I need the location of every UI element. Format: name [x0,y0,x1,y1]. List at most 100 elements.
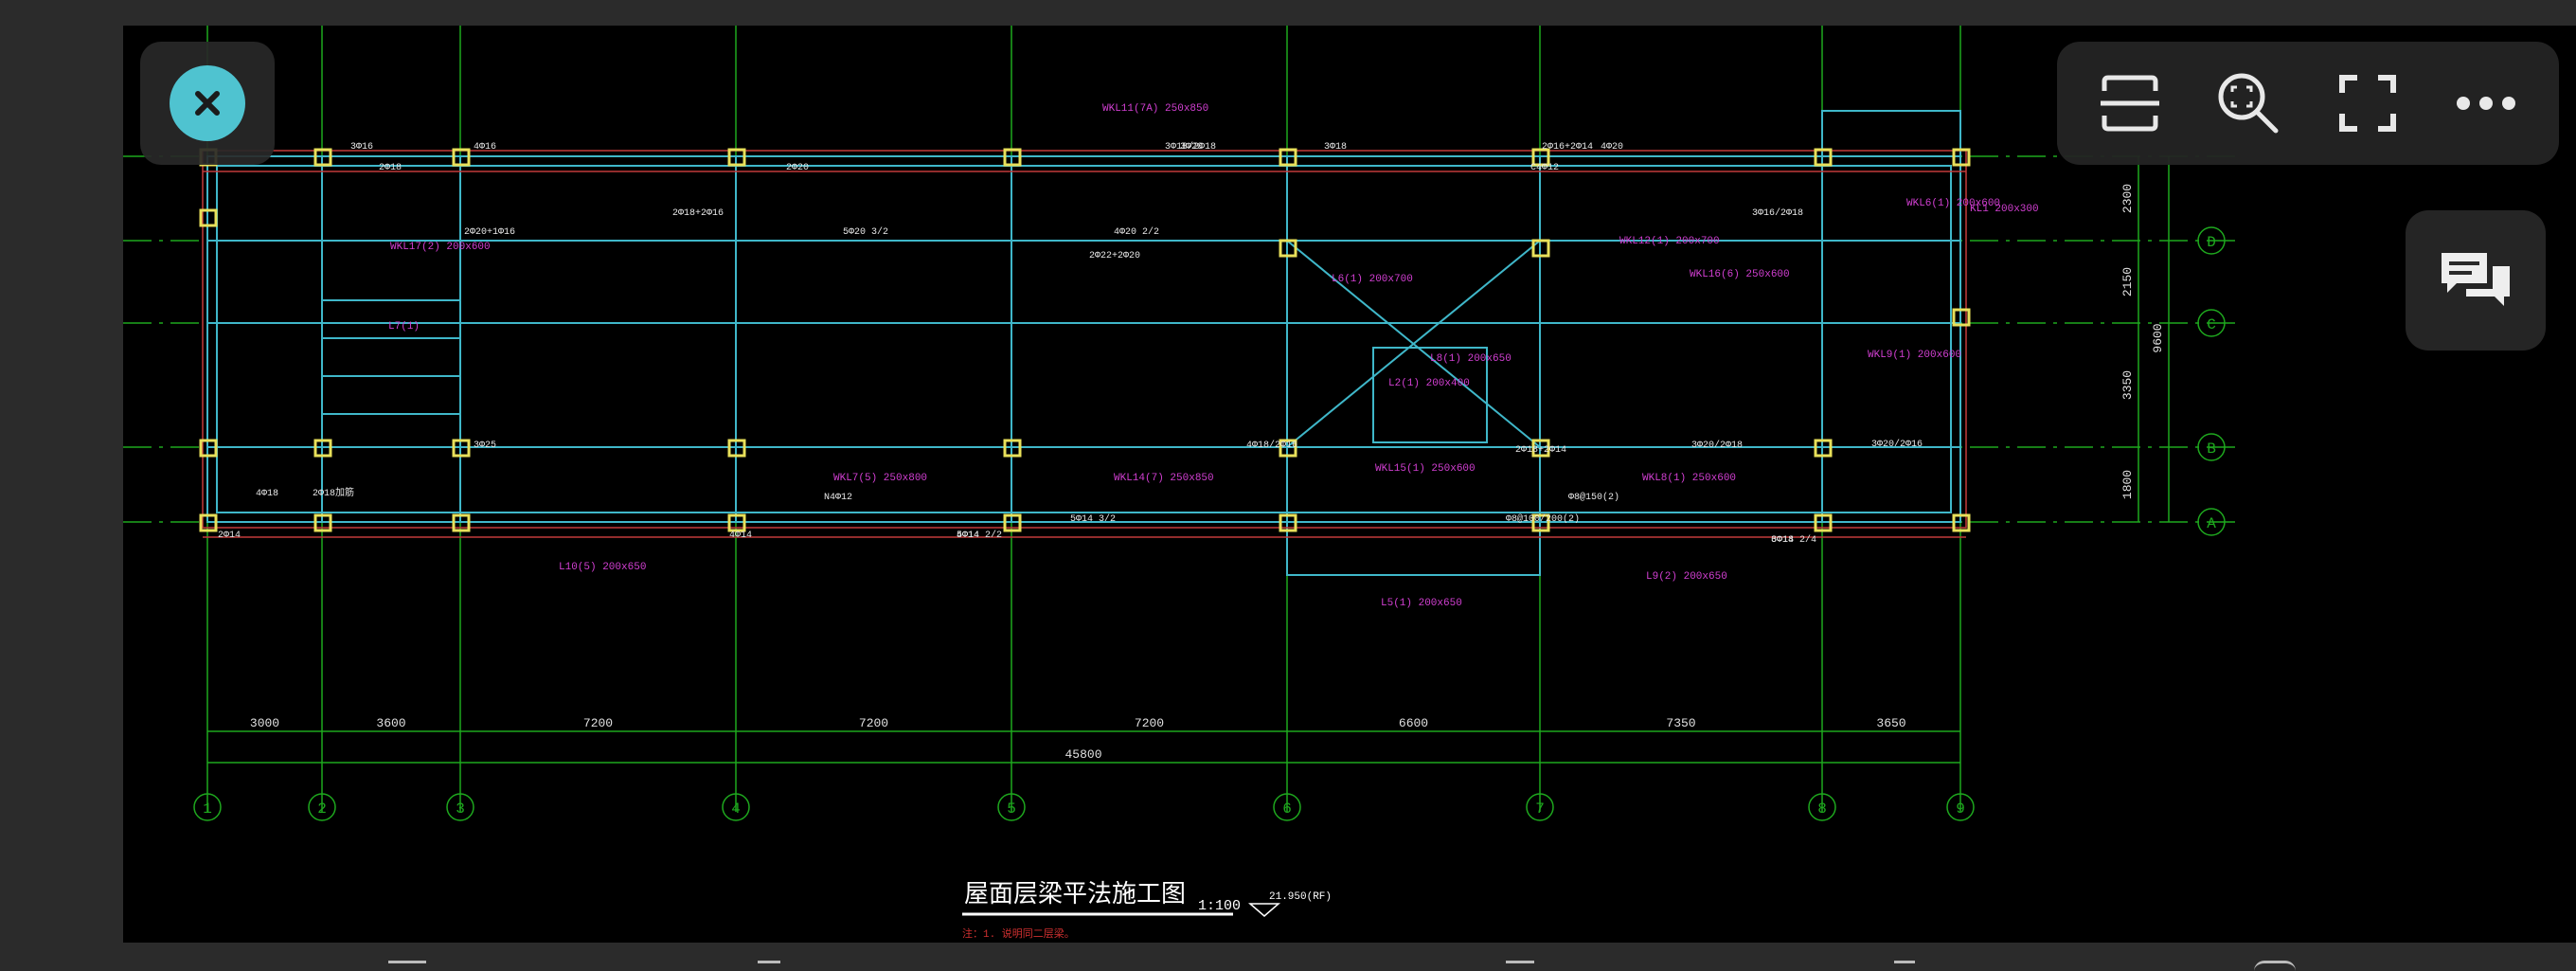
fullscreen-button[interactable] [2320,56,2415,151]
grid-column-label: 8 [1817,800,1827,818]
nav-icon-2[interactable] [758,961,780,971]
rebar-label: 3Φ20/2Φ16 [1871,439,1923,450]
beam-label: WKL12(1) 200x700 [1619,236,1720,247]
zoom-button[interactable] [2201,56,2296,151]
grid-column-label: 5 [1007,800,1016,818]
nav-icon-4[interactable] [1894,961,1915,971]
grid-row-labels: A B C D [2207,234,2216,532]
rebar-label: 2Φ18+2Φ14 [1515,445,1566,456]
span-dimension-label: 3600 [376,716,405,730]
span-y-dimension-labels: 1800 3350 2150 2300 [2120,184,2135,499]
bottom-navigation-bar [0,943,2576,968]
grid-bubbles [193,226,2226,821]
rebar-label: 2Φ18+2Φ16 [672,208,724,219]
span-dimension-label: 7200 [1135,716,1164,730]
grid-column-label: 1 [203,800,212,818]
span-dimension-label: 3000 [250,716,279,730]
rebar-label: 4Φ14 2/2 [957,530,1002,541]
rebar-label: 4Φ20 2/2 [1114,226,1159,238]
rebar-label: 3Φ16 [350,142,373,153]
rebar-label: 4Φ18/2Φ16 [1246,440,1297,451]
drawing-note: 注：1. 说明同二层梁。 [962,926,1075,941]
grid-row-label: D [2207,234,2216,251]
elevation-marker [1247,903,1281,917]
fullscreen-icon [2338,75,2396,132]
beam-label: L10(5) 200x650 [559,562,646,573]
more-horizontal-icon [2457,97,2516,110]
comments-button[interactable] [2406,210,2546,351]
rebar-label: 3Φ16/2Φ18 [1752,207,1803,219]
nav-icon-1[interactable] [388,961,426,971]
close-button[interactable] [140,42,275,165]
beam-outlines [206,110,1961,576]
elevation-label: 21.950(RF) [1269,891,1332,903]
rebar-label: C4Φ12 [1530,163,1559,173]
grid-column-label: 7 [1535,800,1545,818]
total-height-dimension: 9600 [2151,323,2165,352]
rebar-label: 5Φ14 [957,530,979,541]
grid-column-label: 9 [1956,800,1965,818]
total-width-dimension: 45800 [1064,747,1101,762]
rebar-label: 2Φ20 [786,163,809,173]
rebar-label: 3Φ18 [1324,142,1347,153]
beam-label: WKL14(7) 250x850 [1114,473,1214,484]
drawing-title: 屋面层梁平法施工图 [964,880,1186,909]
close-x-icon[interactable] [170,65,245,141]
grid-row-label: C [2207,316,2216,333]
span-dimension-label: 3650 [1876,716,1905,730]
grid-row-label: B [2207,441,2216,458]
span-y-dimension-label: 2300 [2120,184,2135,213]
grid-column-label: 4 [731,800,741,818]
rebar-label: 4Φ14 [729,530,752,541]
beam-label: L6(1) 200x700 [1332,274,1413,285]
rebar-label: 2Φ18加筋 [313,486,354,499]
rebar-label: 2Φ20+1Φ16 [464,227,515,238]
rebar-label: 3Φ20 [1180,142,1203,153]
scan-button[interactable] [2083,56,2177,151]
rebar-lines [202,150,1967,538]
rebar-label: Φ8@100/200(2) [1506,513,1580,525]
beam-label: KL1 200x300 [1970,204,2039,215]
zoom-search-icon [2218,73,2279,134]
grid-column-label: 6 [1282,800,1292,818]
beam-label: L5(1) 200x650 [1381,598,1462,609]
rebar-label: N4Φ12 [824,493,852,503]
rebar-label: 5Φ20 3/2 [843,226,888,238]
beam-label: WKL9(1) 200x600 [1868,350,1961,361]
beam-label: L9(2) 200x650 [1646,571,1727,583]
span-y-dimension-label: 3350 [2120,370,2135,400]
rebar-label: 4Φ16 [474,142,496,153]
viewer-toolbar [2057,42,2559,165]
comment-bubbles-icon [2442,253,2510,306]
span-y-dimension-label: 2150 [2120,267,2135,297]
grid-row-label: A [2207,515,2216,532]
span-dimension-label: 7200 [583,716,613,730]
rebar-label: 3Φ18/2Φ18 [1165,141,1216,153]
column-markers [199,148,1971,532]
nav-icon-3[interactable] [1506,961,1534,971]
beam-label: WKL7(5) 250x800 [833,473,927,484]
rebar-label: 3Φ20/2Φ18 [1691,440,1743,451]
beam-label: WKL16(6) 250x600 [1690,269,1790,280]
rebar-label: 4Φ20 [1601,142,1623,153]
span-dimension-label: 7350 [1666,716,1695,730]
grid-column-label: 2 [317,800,327,818]
span-y-dimension-label: 1800 [2120,470,2135,499]
span-dimension-label: 7200 [859,716,888,730]
beam-label: WKL8(1) 250x600 [1642,473,1736,484]
beam-label: WKL17(2) 200x600 [390,242,491,253]
dimension-lines [207,156,2170,764]
rebar-label: 2Φ14 [218,530,241,541]
more-options-button[interactable] [2439,56,2533,151]
rebar-label: Φ8@150(2) [1568,492,1619,503]
beam-label: L7(1) [388,321,420,333]
scan-frame-icon [2100,75,2159,132]
nav-icon-5[interactable] [2254,961,2296,971]
grid-column-label: 3 [456,800,465,818]
rebar-label: 6Φ18 2/4 [1771,534,1816,546]
